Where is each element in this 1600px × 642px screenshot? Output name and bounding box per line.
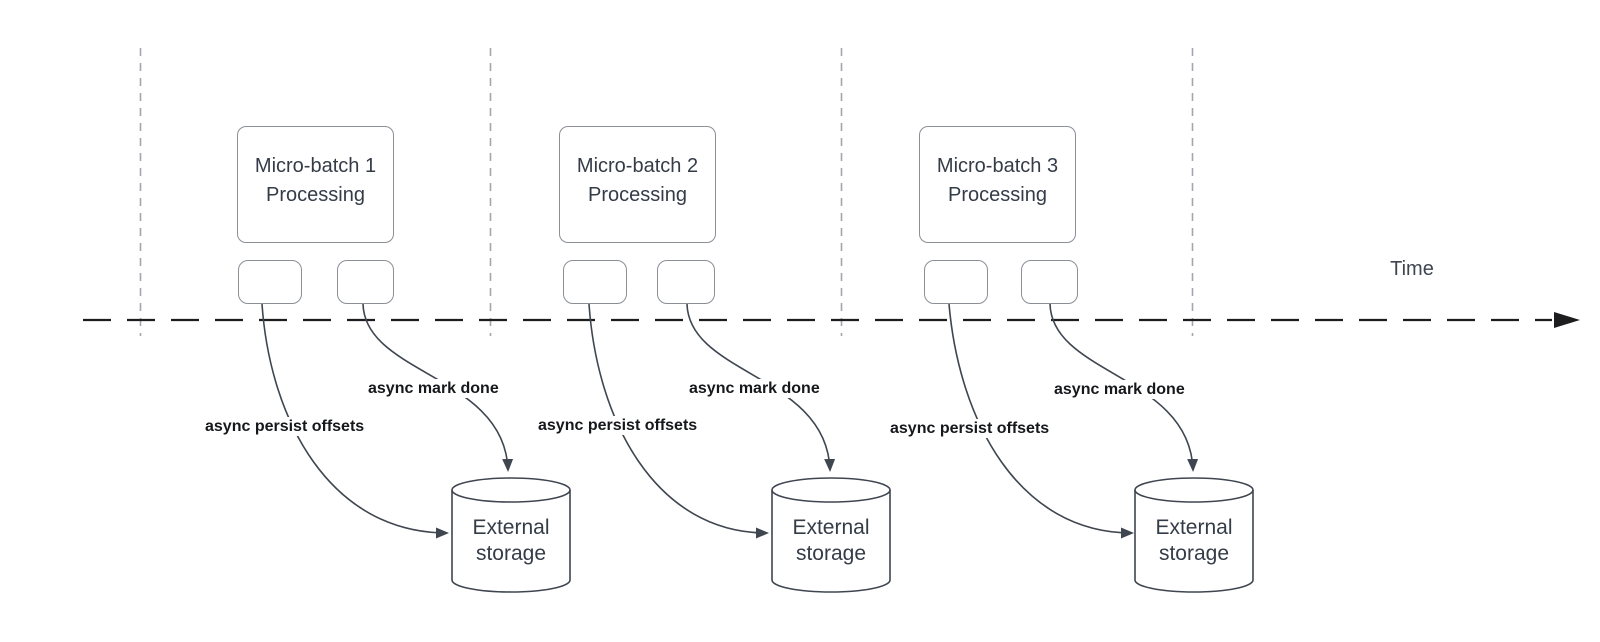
time-axis-label: Time	[1390, 258, 1434, 280]
mark-done-label-2: async mark done	[686, 379, 823, 398]
persist-offsets-task-box-2	[563, 260, 627, 304]
cylinder-body	[451, 477, 571, 593]
mark-done-label-3: async mark done	[1051, 380, 1188, 399]
micro-batch-processing-box-1: Micro-batch 1 Processing	[237, 126, 394, 243]
persist-offsets-label-1: async persist offsets	[202, 417, 368, 436]
external-storage-label-1: External storage	[472, 516, 550, 565]
external-storage-label-3: External storage	[1155, 516, 1233, 565]
mark-done-task-box-1	[337, 260, 394, 304]
mark-done-arrow-1	[362, 303, 514, 472]
persist-offsets-task-box-1	[238, 260, 302, 304]
mark-done-arrow-2	[686, 303, 836, 472]
mark-done-arrow-3	[1049, 303, 1199, 472]
persist-offsets-task-box-3	[924, 260, 988, 304]
mark-done-label-1: async mark done	[365, 379, 502, 398]
micro-batch-title-2: Micro-batch 2 Processing	[576, 155, 699, 206]
cylinder-lid	[771, 489, 891, 503]
external-storage-cylinder-3	[1134, 477, 1254, 593]
cylinder-body	[771, 477, 891, 593]
micro-batch-processing-box-2: Micro-batch 2 Processing	[559, 126, 716, 243]
persist-offsets-arrow-1	[261, 303, 449, 539]
micro-batch-title-3: Micro-batch 3 Processing	[936, 155, 1059, 206]
external-storage-label-2: External storage	[792, 516, 870, 565]
cylinder-lid	[451, 489, 571, 503]
persist-offsets-arrow-2	[588, 303, 769, 539]
time-axis-arrowhead-icon	[1554, 312, 1580, 328]
cylinder-body	[1134, 477, 1254, 593]
persist-offsets-label-3: async persist offsets	[887, 419, 1053, 438]
persist-offsets-arrow-3	[948, 303, 1134, 539]
mark-done-task-box-3	[1021, 260, 1078, 304]
cylinder-lid	[1134, 489, 1254, 503]
external-storage-cylinder-2	[771, 477, 891, 593]
external-storage-cylinder-1	[451, 477, 571, 593]
micro-batch-title-1: Micro-batch 1 Processing	[254, 155, 377, 206]
micro-batch-processing-box-3: Micro-batch 3 Processing	[919, 126, 1076, 243]
mark-done-task-box-2	[657, 260, 715, 304]
persist-offsets-label-2: async persist offsets	[535, 416, 701, 435]
